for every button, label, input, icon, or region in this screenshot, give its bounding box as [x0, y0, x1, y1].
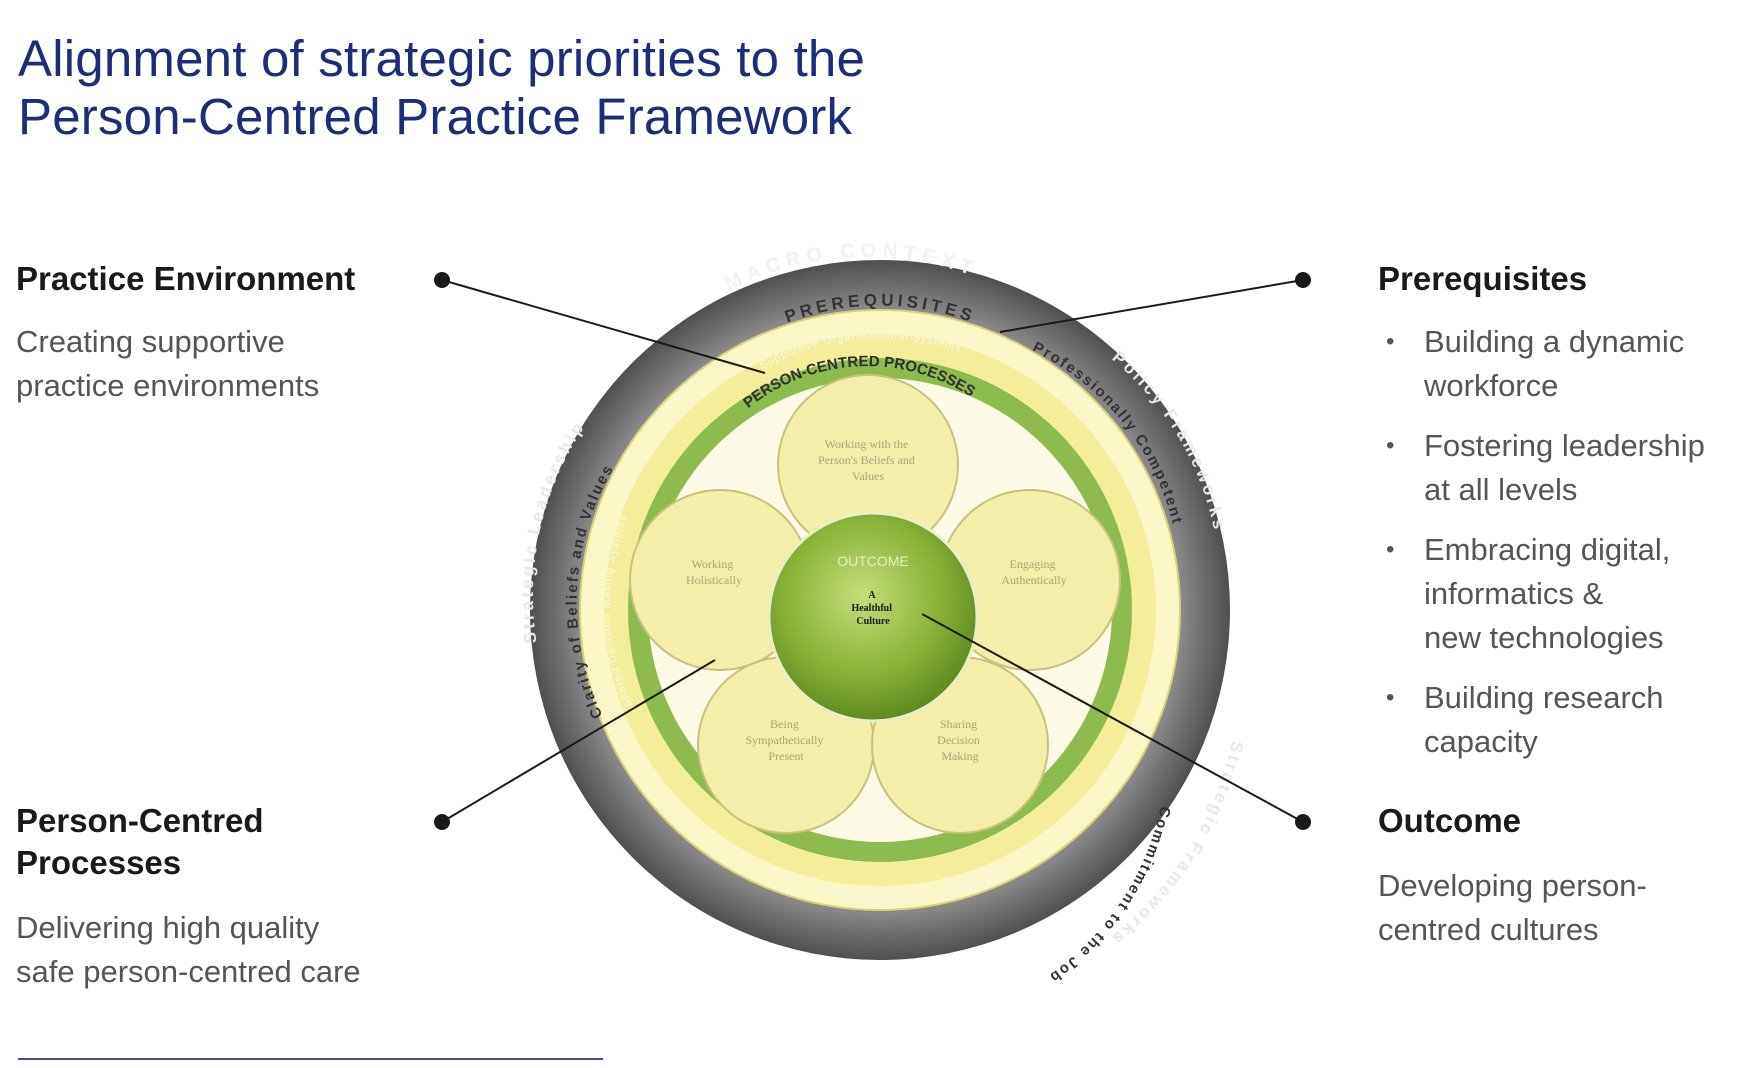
svg-text:A Healthful Cultur: A Healthful Culture: [851, 590, 894, 627]
prerequisite-item: Building a dynamic workforce: [1378, 320, 1705, 408]
outcome-desc-line-2: centred cultures: [1378, 912, 1599, 947]
svg-text:Working Holistically: Working Holistically: [686, 557, 742, 587]
outcome-heading: Outcome: [1378, 802, 1522, 839]
connector-dot-practice-environment: [434, 272, 450, 288]
outcome-desc-line-1: Developing person-: [1378, 868, 1647, 903]
title-line-2: Person-Centred Practice Framework: [18, 88, 853, 145]
prerequisite-item-line: new technologies: [1424, 620, 1664, 655]
connector-dot-prerequisites: [1295, 272, 1311, 288]
prerequisite-item-line: Building a dynamic: [1424, 324, 1685, 359]
connector-prerequisites: [999, 279, 1304, 333]
svg-text:Working with the Person': Working with the Person's Beliefs and Va…: [818, 437, 918, 483]
connector-dot-outcome: [1295, 814, 1311, 830]
outcome-centre: OUTCOME A Healthful Culture: [767, 511, 979, 723]
prerequisite-item: Building research capacity: [1378, 676, 1705, 764]
prerequisite-item-line: at all levels: [1424, 472, 1578, 507]
prerequisites-list: Building a dynamic workforce Fostering l…: [1378, 320, 1705, 780]
connector-practice-environment: [441, 279, 766, 374]
prerequisites-heading: Prerequisites: [1378, 260, 1588, 297]
prerequisite-item-line: Building research: [1424, 680, 1664, 715]
person-centred-processes-description: Delivering high quality safe person-cent…: [16, 906, 361, 994]
processes-heading-line-2: Processes: [16, 844, 182, 881]
practice-environment-heading: Practice Environment: [16, 260, 356, 297]
connector-processes: [441, 659, 716, 823]
connector-dot-processes: [434, 814, 450, 830]
svg-text:OUTCOME: OUTCOME: [837, 553, 909, 569]
practice-environment-desc-line-1: Creating supportive: [16, 324, 285, 359]
prerequisite-item-line: capacity: [1424, 724, 1538, 759]
connector-lines: [441, 279, 1304, 823]
prerequisite-item-line: workforce: [1424, 368, 1559, 403]
svg-text:Engaging Authentically: Engaging Authentically: [1001, 557, 1066, 587]
processes-desc-line-2: safe person-centred care: [16, 954, 361, 989]
page-title: Alignment of strategic priorities to the…: [18, 30, 1118, 146]
connector-outcome: [921, 613, 1304, 823]
prerequisite-item-line: informatics &: [1424, 576, 1604, 611]
title-line-1: Alignment of strategic priorities to the: [18, 30, 866, 87]
outcome-description: Developing person- centred cultures: [1378, 864, 1647, 952]
processes-heading-line-1: Person-Centred: [16, 802, 264, 839]
prerequisite-item-line: Fostering leadership: [1424, 428, 1705, 463]
footer-divider: [18, 1058, 603, 1060]
practice-environment-desc-line-2: practice environments: [16, 368, 320, 403]
svg-text:Sharing Decision M: Sharing Decision Making: [937, 717, 983, 763]
prerequisite-item-line: Embracing digital,: [1424, 532, 1671, 567]
processes-desc-line-1: Delivering high quality: [16, 910, 320, 945]
prerequisite-item: Fostering leadership at all levels: [1378, 424, 1705, 512]
svg-text:Being Sympathetically: Being Sympathetically Present: [746, 717, 827, 763]
practice-environment-description: Creating supportive practice environment…: [16, 320, 319, 408]
prerequisite-item: Embracing digital, informatics & new tec…: [1378, 528, 1705, 660]
person-centred-processes-heading: Person-Centred Processes: [16, 800, 264, 884]
